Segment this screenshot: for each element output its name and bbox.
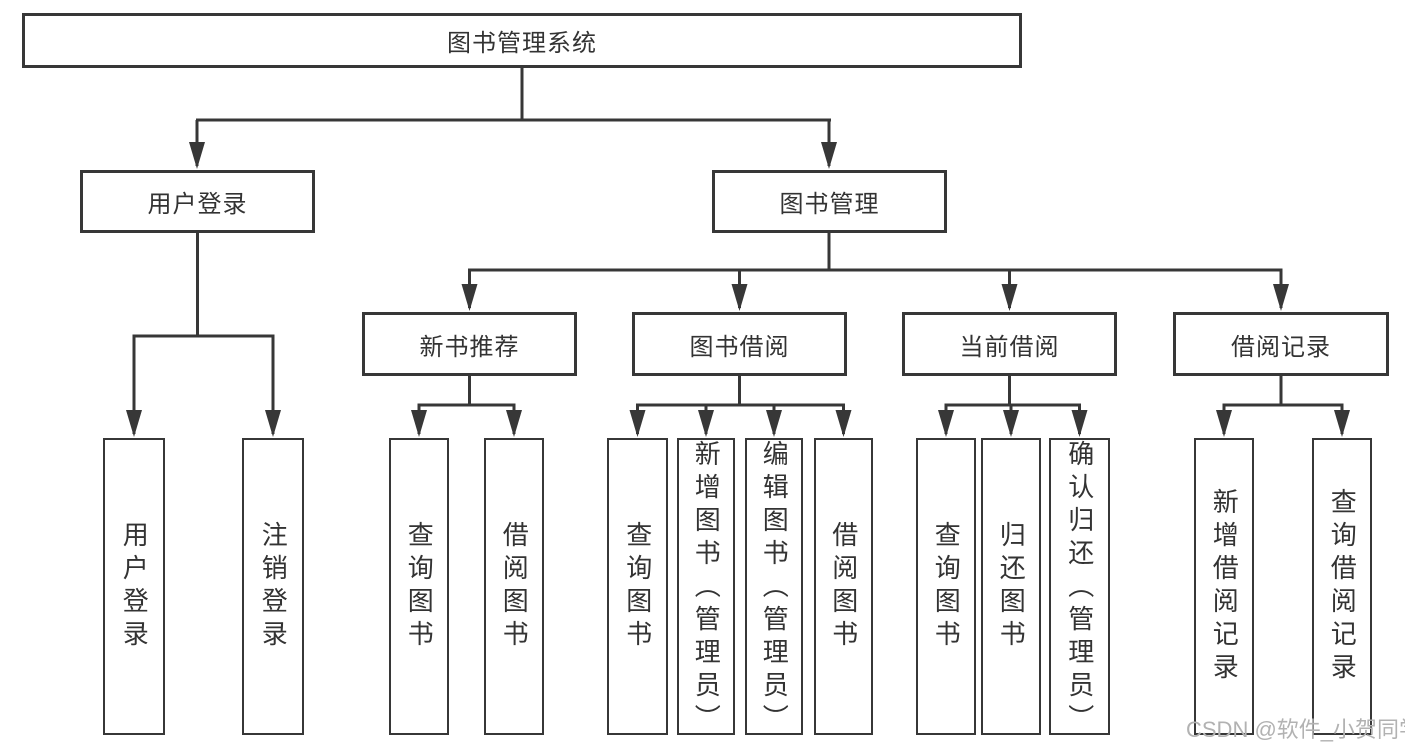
node-current-borrowing-label: 当前借阅: [959, 333, 1060, 361]
leaf-edit-books-admin-label: 编辑图书（管理员）: [759, 440, 790, 737]
leaf-query-borrow-record-label: 查询借阅记录: [1327, 487, 1358, 686]
node-book-management: 图书管理: [712, 170, 947, 233]
leaf-logout-label: 注销登录: [258, 520, 289, 653]
node-borrowing-records-label: 借阅记录: [1231, 333, 1331, 361]
leaf-add-borrow-record-label: 新增借阅记录: [1209, 487, 1240, 686]
node-current-borrowing: 当前借阅: [902, 312, 1117, 376]
leaf-confirm-return-admin-label: 确认归还（管理员）: [1064, 440, 1095, 737]
leaf-query-books-recommend: 查询图书: [389, 438, 449, 735]
leaf-query-borrow-record: 查询借阅记录: [1312, 438, 1372, 735]
node-new-book-recommend-label: 新书推荐: [419, 333, 520, 361]
leaf-query-books-borrow: 查询图书: [607, 438, 668, 735]
leaf-query-books-current-label: 查询图书: [931, 520, 962, 653]
leaf-add-borrow-record: 新增借阅记录: [1194, 438, 1254, 735]
leaf-return-books-label: 归还图书: [996, 520, 1027, 653]
node-user-login-label: 用户登录: [147, 191, 248, 218]
node-user-login: 用户登录: [80, 170, 315, 233]
csdn-watermark: CSDN @软件_小贺同学: [1186, 717, 1405, 742]
leaf-borrow-books-recommend-label: 借阅图书: [499, 520, 530, 653]
leaf-borrow-books-label: 借阅图书: [828, 520, 859, 653]
leaf-edit-books-admin: 编辑图书（管理员）: [745, 438, 803, 737]
node-book-management-label: 图书管理: [779, 191, 880, 218]
node-borrowing-records: 借阅记录: [1173, 312, 1389, 376]
leaf-query-books-borrow-label: 查询图书: [622, 520, 653, 653]
leaf-query-books-current: 查询图书: [916, 438, 976, 735]
leaf-add-books-admin-label: 新增图书（管理员）: [691, 440, 722, 737]
node-root-label: 图书管理系统: [447, 30, 597, 57]
leaf-query-books-recommend-label: 查询图书: [404, 520, 435, 653]
node-new-book-recommend: 新书推荐: [362, 312, 577, 376]
node-book-borrowing-label: 图书借阅: [689, 333, 790, 361]
leaf-logout: 注销登录: [242, 438, 304, 735]
leaf-user-login-label: 用户登录: [119, 520, 150, 653]
node-root: 图书管理系统: [22, 13, 1022, 68]
leaf-user-login: 用户登录: [103, 438, 165, 735]
leaf-confirm-return-admin: 确认归还（管理员）: [1049, 438, 1110, 737]
node-book-borrowing: 图书借阅: [632, 312, 847, 376]
leaf-borrow-books: 借阅图书: [814, 438, 873, 735]
leaf-return-books: 归还图书: [981, 438, 1041, 735]
leaf-borrow-books-recommend: 借阅图书: [484, 438, 544, 735]
leaf-add-books-admin: 新增图书（管理员）: [677, 438, 735, 737]
